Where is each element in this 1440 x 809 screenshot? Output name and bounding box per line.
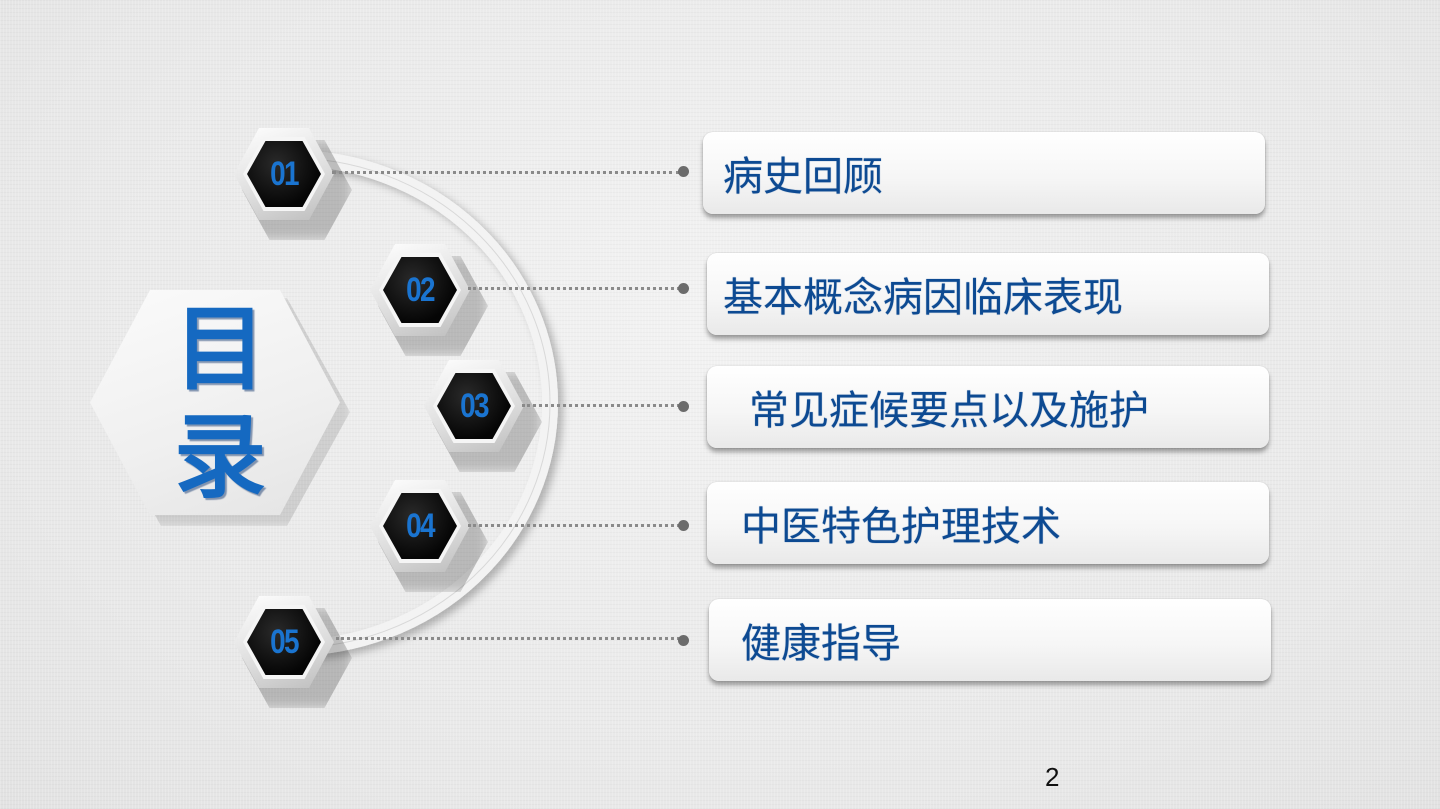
item-number: 02 — [406, 270, 435, 309]
title-char-2: 录 — [173, 404, 266, 511]
toc-item-2[interactable]: 基本概念病因临床表现 — [707, 253, 1269, 335]
page-number: 2 — [1045, 762, 1060, 792]
number-hexagon-03: 03 — [424, 360, 524, 452]
number-hexagon-04: 04 — [370, 480, 470, 572]
connector-end-dot — [678, 283, 689, 294]
toc-item-label: 基本概念病因临床表现 — [723, 275, 1123, 321]
connector-end-dot — [678, 166, 689, 177]
title-hexagon — [90, 290, 340, 515]
number-hexagon-01: 01 — [234, 128, 334, 220]
dotted-connector — [468, 524, 680, 527]
item-number: 04 — [406, 506, 435, 545]
toc-item-label: 常见症候要点以及施护 — [749, 388, 1149, 434]
toc-item-4[interactable]: 中医特色护理技术 — [707, 482, 1269, 564]
dotted-connector — [336, 637, 680, 640]
toc-item-label: 中医特色护理技术 — [741, 504, 1061, 550]
item-number: 05 — [270, 622, 299, 661]
toc-item-label: 健康指导 — [741, 621, 901, 667]
dotted-connector — [468, 287, 680, 290]
toc-item-5[interactable]: 健康指导 — [709, 599, 1271, 681]
item-number: 03 — [460, 386, 489, 425]
title-char-1: 目 — [173, 296, 266, 403]
item-number: 01 — [270, 154, 299, 193]
toc-item-label: 病史回顾 — [723, 154, 883, 200]
connector-end-dot — [678, 520, 689, 531]
dotted-connector — [522, 404, 680, 407]
number-hexagon-05: 05 — [234, 596, 334, 688]
connector-end-dot — [678, 401, 689, 412]
number-hexagon-02: 02 — [370, 244, 470, 336]
page-title: 目 录 — [165, 296, 275, 512]
connector-end-dot — [678, 635, 689, 646]
dotted-connector — [332, 171, 680, 174]
toc-item-1[interactable]: 病史回顾 — [703, 132, 1265, 214]
toc-item-3[interactable]: 常见症候要点以及施护 — [707, 366, 1269, 448]
